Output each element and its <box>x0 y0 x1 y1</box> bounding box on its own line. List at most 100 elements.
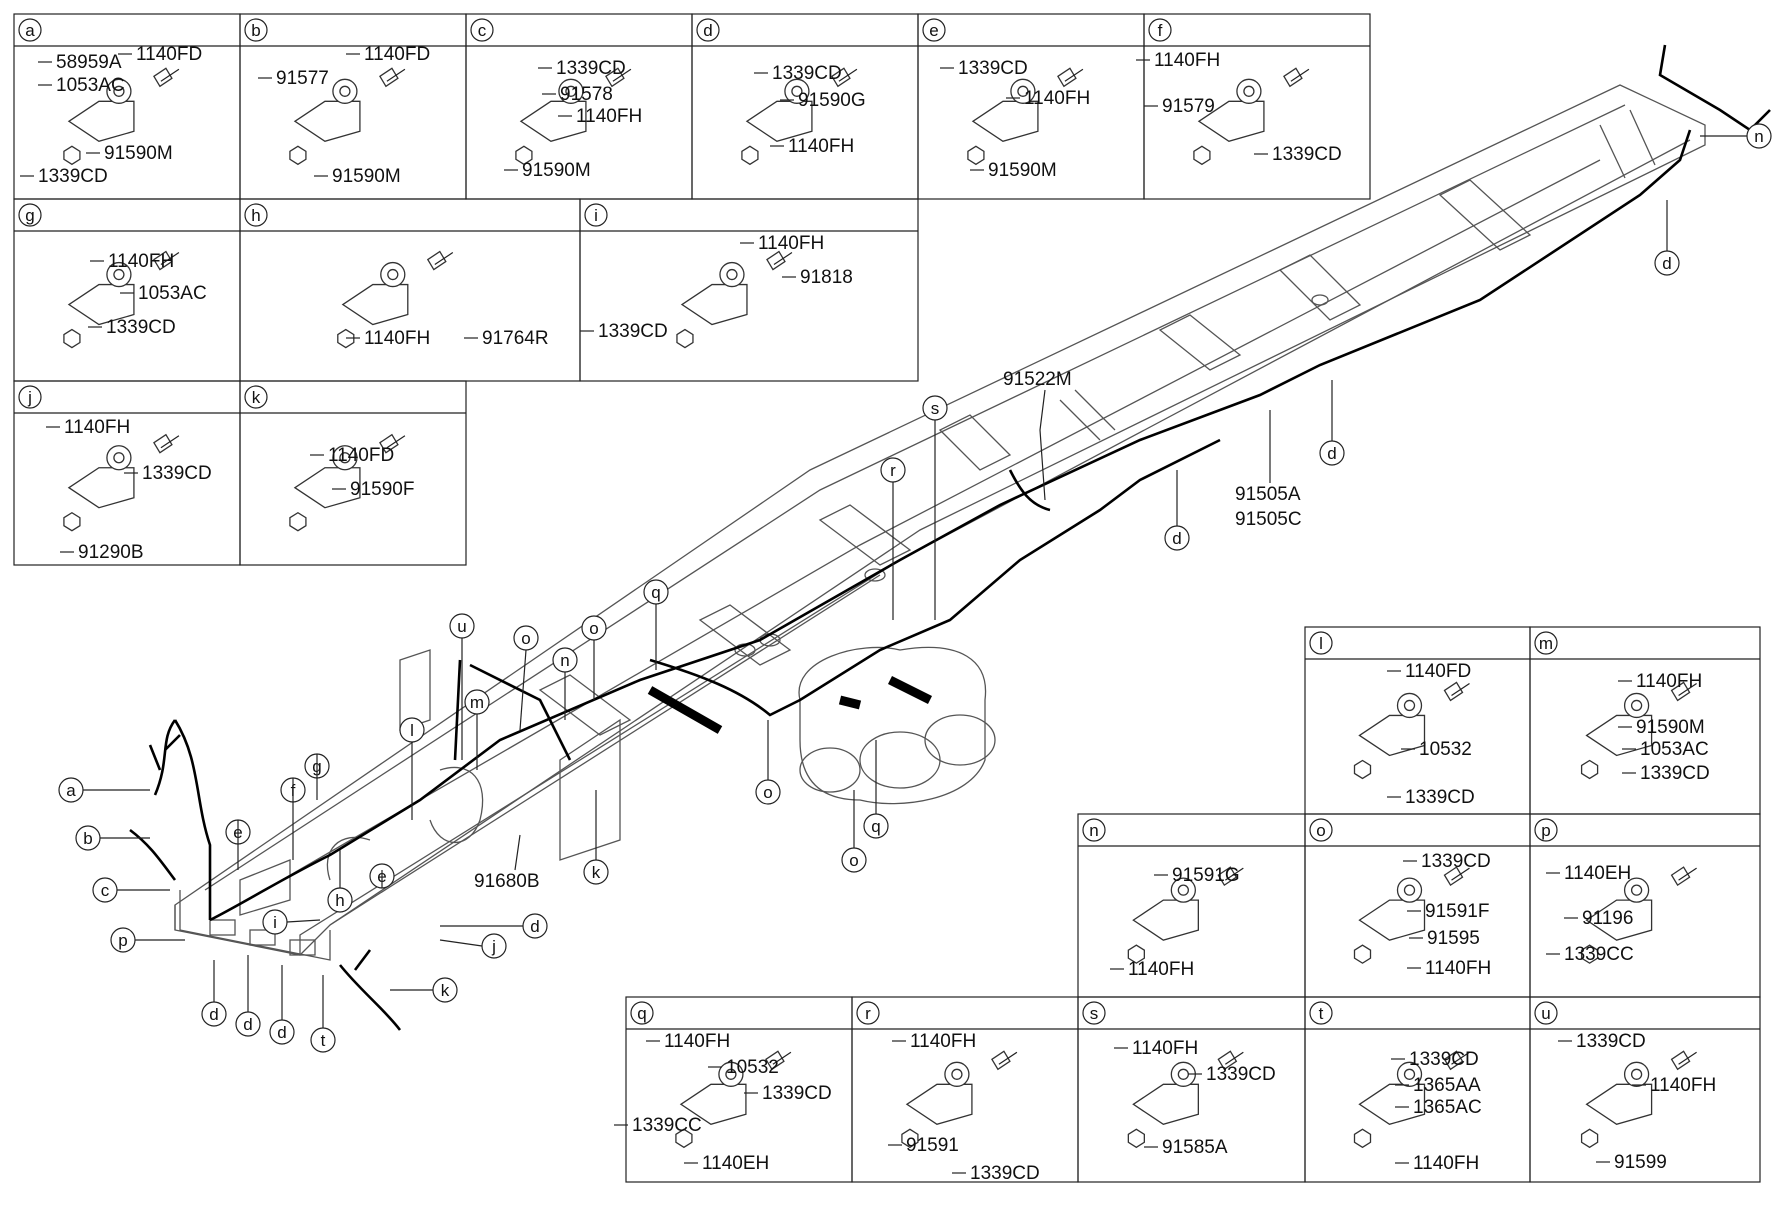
panel-l-label-1140FD: 1140FD <box>1405 661 1471 682</box>
panel-c-label-91578: 91578 <box>560 84 613 105</box>
panel-m-letter: m <box>1539 634 1553 653</box>
panel-i-label-1339CD: 1339CD <box>598 321 668 342</box>
panel-m-badge <box>1534 631 1558 655</box>
panel-d-label-1140FH: 1140FH <box>788 136 854 157</box>
svg-text:n: n <box>1754 127 1763 146</box>
panel-p-label-1140EH: 1140EH <box>1564 863 1631 884</box>
panel-p-letter: p <box>1541 821 1550 840</box>
panel-h-label-91764R: 91764R <box>482 328 549 349</box>
callout-j: j <box>481 933 507 959</box>
panel-h-label-1140FH: 1140FH <box>364 328 430 349</box>
panel-k-frame <box>239 380 467 566</box>
panel-j-label-1140FH: 1140FH <box>64 417 130 438</box>
svg-text:d: d <box>1662 254 1671 273</box>
panel-g-label-1140FH: 1140FH <box>108 251 174 272</box>
panel-f-letter: f <box>1158 21 1163 40</box>
panel-b-label-91590M: 91590M <box>332 166 401 187</box>
callout-c: c <box>92 877 118 903</box>
panel-i-badge <box>584 203 608 227</box>
panel-k-badge <box>244 385 268 409</box>
callout-q: q <box>643 579 669 605</box>
svg-text:n: n <box>560 651 569 670</box>
panel-k-label-1140FD: 1140FD <box>328 445 394 466</box>
panel-u-label-91599: 91599 <box>1614 1152 1667 1173</box>
panel-o-label-1339CD: 1339CD <box>1421 851 1491 872</box>
panel-c-badge <box>470 18 494 42</box>
svg-text:k: k <box>592 863 601 882</box>
panel-f-label-1339CD: 1339CD <box>1272 144 1342 165</box>
callout-d: d <box>522 913 548 939</box>
panel-e-label-91590M: 91590M <box>988 160 1057 181</box>
panel-f-label-1140FH: 1140FH <box>1154 50 1220 71</box>
svg-text:q: q <box>871 817 880 836</box>
panel-c-label-91590M: 91590M <box>522 160 591 181</box>
panel-d-badge <box>696 18 720 42</box>
panel-e-label-1339CD: 1339CD <box>958 58 1028 79</box>
callout-d: d <box>1654 250 1680 276</box>
panel-l-label-10532: 10532 <box>1419 739 1472 760</box>
panel-a-label-1053AC: 1053AC <box>56 75 125 96</box>
panel-l-badge <box>1309 631 1333 655</box>
panel-k-label-91590F: 91590F <box>350 479 414 500</box>
panel-c-label-1140FH: 1140FH <box>576 106 642 127</box>
svg-text:p: p <box>118 931 127 950</box>
label-91522M: 91522M <box>1003 369 1072 390</box>
svg-text:a: a <box>66 781 76 800</box>
panel-h-letter: h <box>251 206 260 225</box>
panel-m-label-1339CD: 1339CD <box>1640 763 1710 784</box>
svg-text:l: l <box>410 721 414 740</box>
panel-b-letter: b <box>251 21 260 40</box>
panel-n-label-1140FH: 1140FH <box>1128 959 1194 980</box>
panel-e-badge <box>922 18 946 42</box>
panel-s-label-91585A: 91585A <box>1162 1137 1228 1158</box>
svg-text:h: h <box>335 891 344 910</box>
panel-c-label-1339CD: 1339CD <box>556 58 626 79</box>
panel-o-label-1140FH: 1140FH <box>1425 958 1491 979</box>
svg-text:r: r <box>890 461 896 480</box>
panel-r-badge <box>856 1001 880 1025</box>
panel-e-letter: e <box>929 21 938 40</box>
callout-p: p <box>110 927 136 953</box>
panel-u-badge <box>1534 1001 1558 1025</box>
panel-o-label-91595: 91595 <box>1427 928 1480 949</box>
panel-r-letter: r <box>865 1004 871 1023</box>
panel-m-label-1140FH: 1140FH <box>1636 671 1702 692</box>
panel-t-label-1365AA: 1365AA <box>1413 1075 1481 1096</box>
svg-text:q: q <box>651 583 660 602</box>
panel-q-label-10532: 10532 <box>726 1057 779 1078</box>
chassis-frame <box>174 84 1706 961</box>
panel-u-label-1140FH: 1140FH <box>1650 1075 1716 1096</box>
panel-b-label-91577: 91577 <box>276 68 329 89</box>
panel-t-label-1365AC: 1365AC <box>1413 1097 1482 1118</box>
panel-u-letter: u <box>1541 1004 1550 1023</box>
panel-b-badge <box>244 18 268 42</box>
panel-b: b 91577 1140FD 91590M <box>239 13 467 200</box>
callout-i: i <box>262 909 288 935</box>
callout-o: o <box>841 847 867 873</box>
panel-k-letter: k <box>252 388 261 407</box>
callout-l: l <box>399 717 425 743</box>
label-91505C: 91505C <box>1235 509 1302 530</box>
panel-q-label-1339CC: 1339CC <box>632 1115 702 1136</box>
callout-k: k <box>583 859 609 885</box>
panel-d-label-1339CD: 1339CD <box>772 63 842 84</box>
callout-d: d <box>1164 525 1190 551</box>
panel-b-label-1140FD: 1140FD <box>364 44 430 65</box>
panel-u-frame <box>1529 996 1761 1183</box>
panel-d-label-91590G: 91590G <box>798 90 866 111</box>
panel-q-badge <box>630 1001 654 1025</box>
callout-d: d <box>269 1019 295 1045</box>
panel-t-letter: t <box>1319 1004 1324 1023</box>
panel-o-badge <box>1309 818 1333 842</box>
